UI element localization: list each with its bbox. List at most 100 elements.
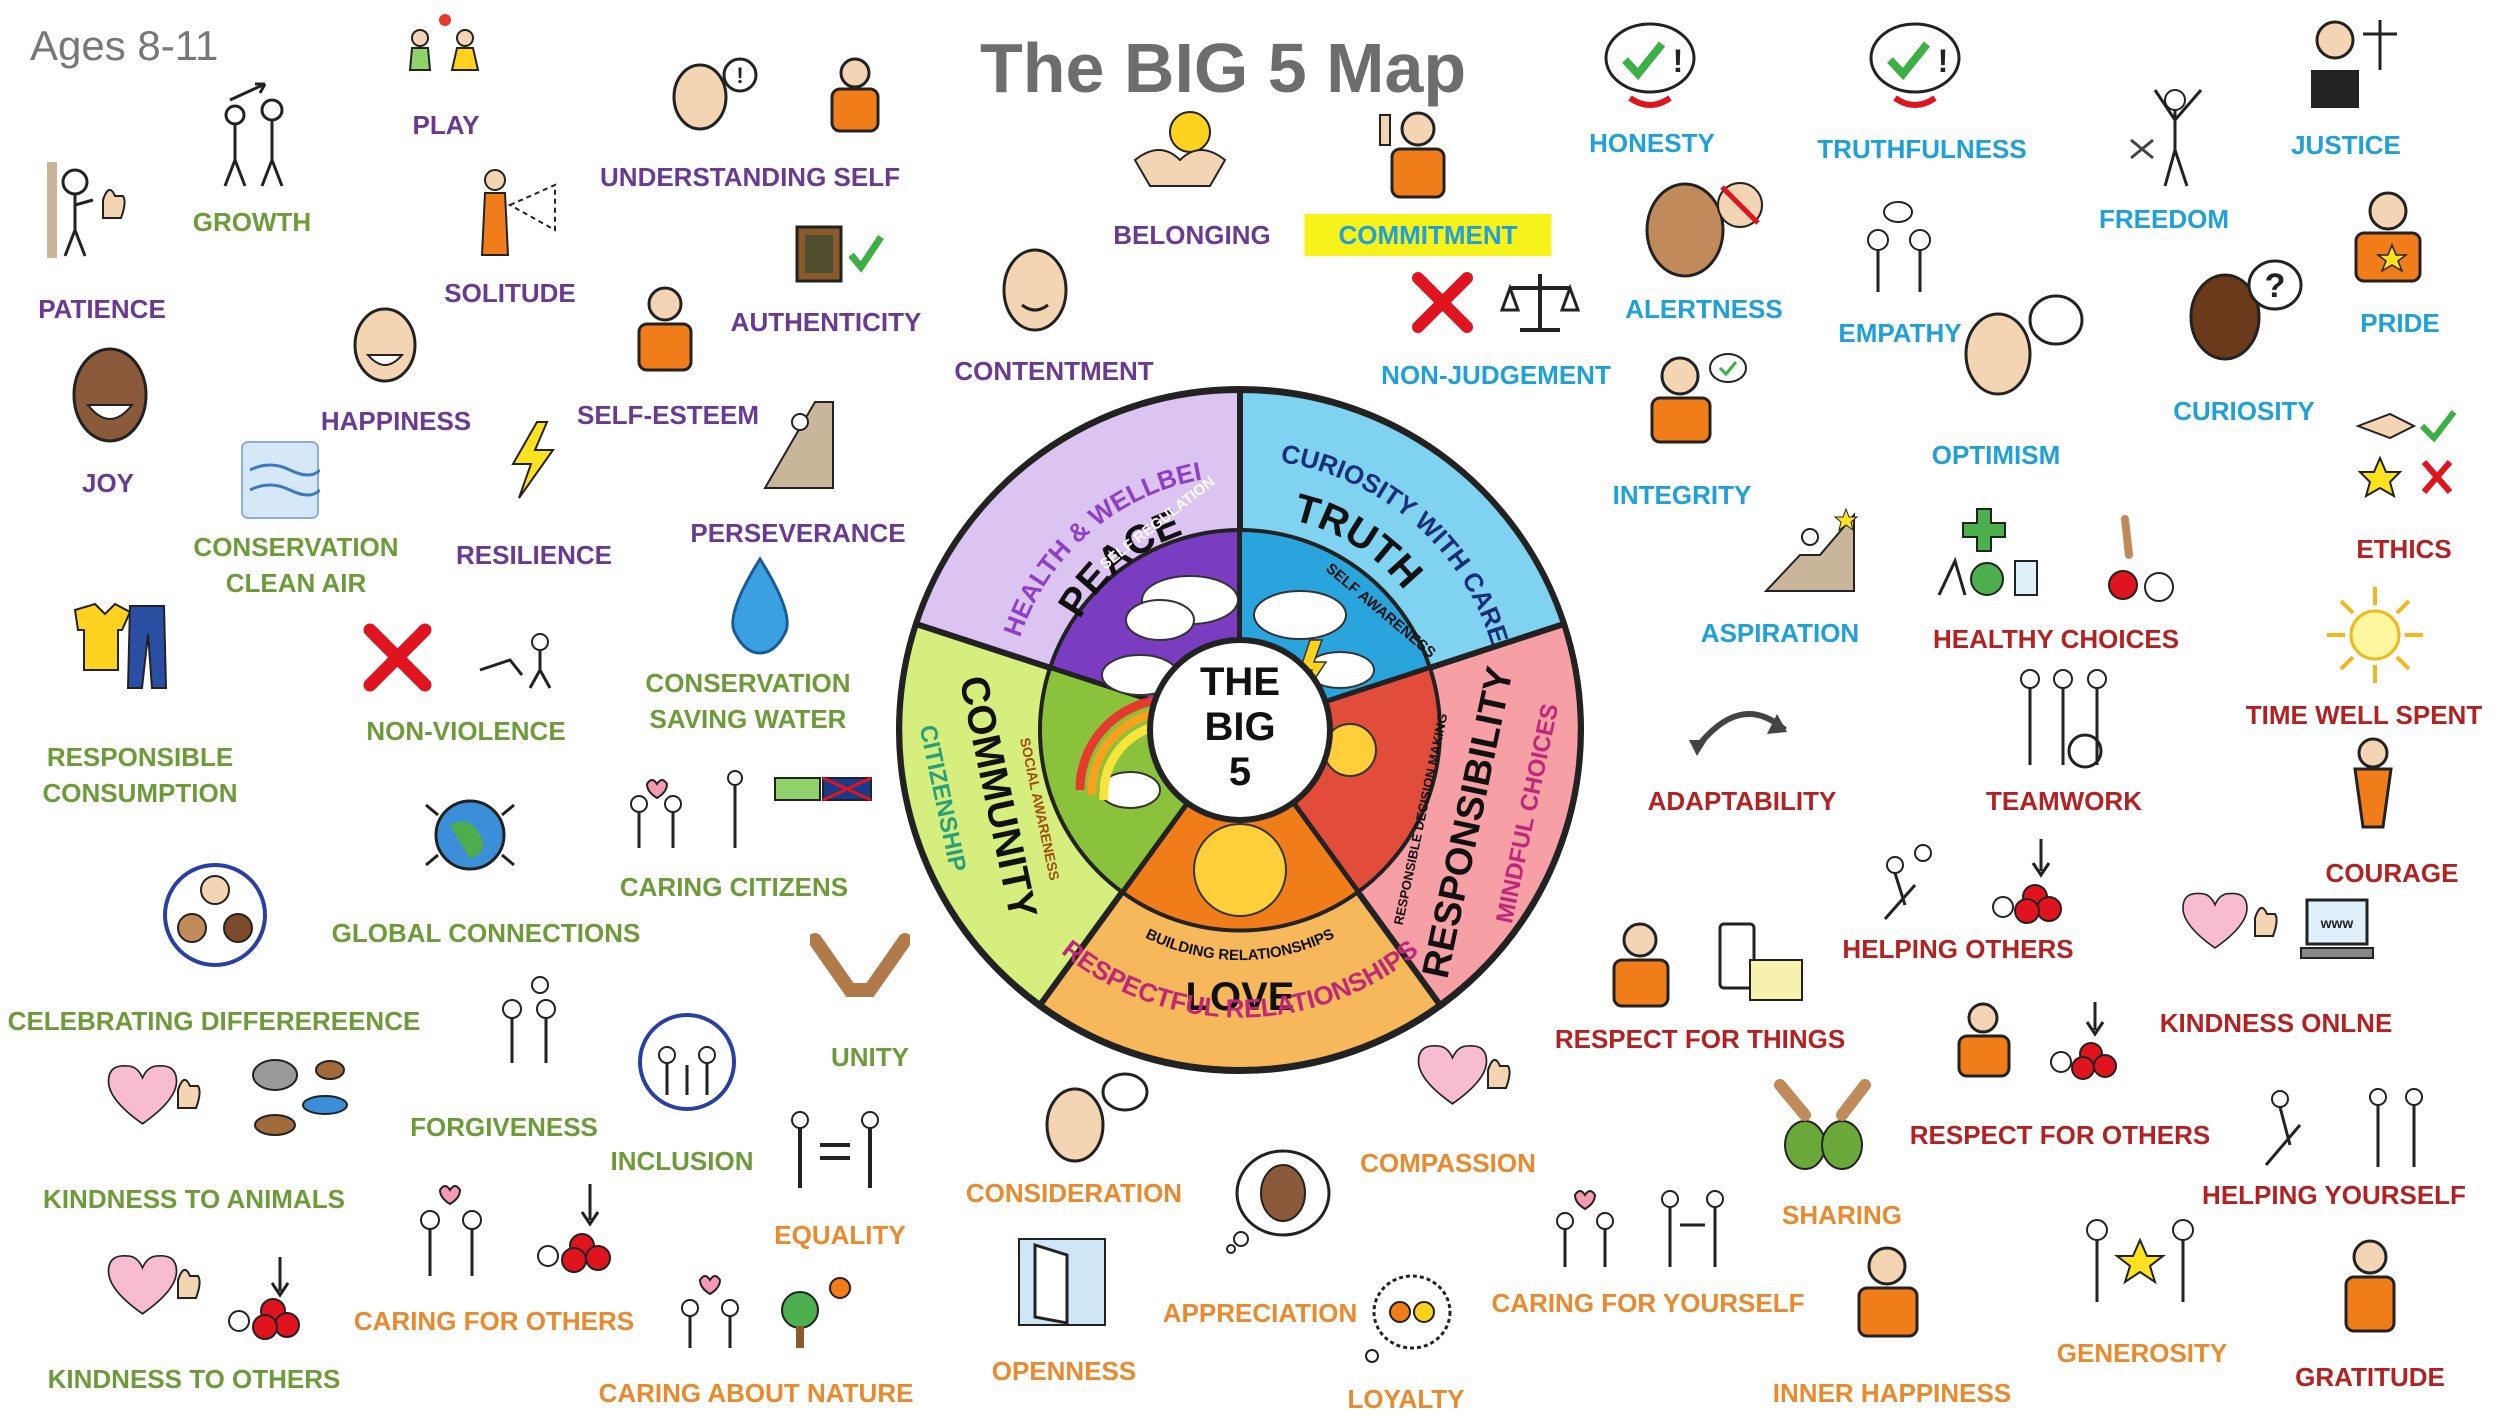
label-understanding-self: UNDERSTANDING SELF bbox=[600, 162, 900, 192]
label-teamwork: TEAMWORK bbox=[1986, 786, 2142, 816]
caring-citizens-icon bbox=[630, 770, 872, 848]
compassion-icon bbox=[1417, 1044, 1511, 1105]
freedom-icon bbox=[2130, 89, 2203, 187]
label-time-well-spent: TIME WELL SPENT bbox=[2245, 700, 2483, 730]
gratitude-icon bbox=[2344, 1239, 2396, 1333]
label-play: PLAY bbox=[412, 110, 480, 140]
label-celebrating-difference: CELEBRATING DIFFEREREENCE bbox=[7, 1006, 421, 1036]
joy-icon bbox=[72, 347, 148, 443]
wheel-center bbox=[1147, 637, 1333, 823]
generosity-icon bbox=[2086, 1219, 2194, 1302]
kindness-online-icon: www bbox=[2182, 892, 2374, 959]
label-helping-others: HELPING OTHERS bbox=[1842, 934, 2074, 964]
label-self-esteem: SELF-ESTEEM bbox=[576, 400, 760, 430]
consideration-icon bbox=[1045, 1072, 1149, 1163]
cross-icon bbox=[1412, 272, 1473, 333]
svg-text:www: www bbox=[2320, 915, 2354, 931]
love-name: LOVE bbox=[1186, 975, 1295, 1019]
label-curiosity: CURIOSITY bbox=[2173, 396, 2315, 426]
optimism-icon bbox=[1964, 294, 2084, 396]
commitment-icon bbox=[1379, 111, 1446, 199]
belonging-icon bbox=[1133, 111, 1227, 187]
label-aspiration: ASPIRATION bbox=[1700, 618, 1860, 648]
sharing-icon bbox=[1774, 1079, 1871, 1170]
forgiveness-icon bbox=[502, 976, 556, 1063]
label-inclusion: INCLUSION bbox=[610, 1146, 754, 1176]
teamwork-icon bbox=[2020, 669, 2107, 769]
animals-icon bbox=[252, 1059, 348, 1136]
patience-icon bbox=[47, 162, 126, 258]
label-responsible-consumption-1: RESPONSIBLE bbox=[46, 742, 234, 772]
globe-icon bbox=[425, 799, 515, 871]
commitment-highlight: COMMITMENT bbox=[1304, 214, 1552, 256]
label-resilience: RESILIENCE bbox=[455, 540, 613, 570]
label-inner-happiness: INNER HAPPINESS bbox=[1772, 1378, 2012, 1408]
perseverance-icon bbox=[763, 401, 834, 489]
solitude-icon bbox=[480, 169, 556, 256]
understanding-self-icon: ! bbox=[672, 57, 758, 131]
label-kindness-to-animals: KINDNESS TO ANIMALS bbox=[43, 1184, 345, 1214]
wheel-center-line-2: BIG bbox=[1204, 705, 1275, 749]
integrity-icon bbox=[1650, 353, 1747, 444]
label-non-judgement: NON-JUDGEMENT bbox=[1381, 360, 1611, 390]
label-caring-for-yourself: CARING FOR YOURSELF bbox=[1491, 1288, 1805, 1318]
celebrating-difference-icon bbox=[163, 863, 267, 967]
label-global-connections: GLOBAL CONNECTIONS bbox=[331, 918, 641, 948]
label-commitment: COMMITMENT bbox=[1304, 214, 1552, 256]
choice-icon bbox=[2108, 515, 2174, 602]
justice-icon bbox=[2311, 20, 2397, 108]
label-empathy: EMPATHY bbox=[1838, 318, 1962, 348]
label-responsible-consumption-2: CONSUMPTION bbox=[42, 778, 238, 808]
giving-icon bbox=[228, 1257, 300, 1340]
page-title: The BIG 5 Map bbox=[980, 29, 1467, 107]
respect-for-others-icon bbox=[1957, 1002, 2117, 1080]
label-forgiveness: FORGIVENESS bbox=[410, 1112, 598, 1142]
happiness-icon bbox=[353, 307, 417, 383]
inner-happiness-icon bbox=[1857, 1246, 1919, 1338]
wheel-center-line-3: 5 bbox=[1229, 750, 1251, 794]
label-generosity: GENEROSITY bbox=[2056, 1338, 2228, 1368]
label-respect-for-things: RESPECT FOR THINGS bbox=[1554, 1024, 1846, 1054]
empathy-icon bbox=[1867, 201, 1931, 292]
time-well-spent-icon bbox=[2327, 587, 2423, 683]
helping-yourself-icon bbox=[2264, 1088, 2423, 1167]
clothes-icon bbox=[73, 602, 168, 689]
label-caring-about-nature: CARING ABOUT NATURE bbox=[598, 1378, 914, 1408]
caring-for-yourself-icon bbox=[1556, 1190, 1724, 1267]
self-esteem-icon bbox=[637, 286, 693, 372]
svg-text:?: ? bbox=[2265, 267, 2286, 305]
person-icon bbox=[830, 57, 880, 133]
label-courage: COURAGE bbox=[2325, 858, 2459, 888]
label-growth: GROWTH bbox=[192, 207, 312, 237]
honesty-icon: ! bbox=[1604, 22, 1696, 108]
label-caring-for-others: CARING FOR OTHERS bbox=[353, 1306, 635, 1336]
caring-about-nature-icon bbox=[681, 1275, 851, 1348]
svg-text:!: ! bbox=[736, 63, 743, 88]
non-violence-icon bbox=[479, 633, 552, 689]
equality-icon bbox=[791, 1111, 879, 1188]
label-happiness: HAPPINESS bbox=[320, 406, 472, 436]
label-conservation-saving-water-2: SAVING WATER bbox=[649, 704, 847, 734]
water-drop-icon bbox=[731, 556, 789, 655]
label-pride: PRIDE bbox=[2360, 308, 2440, 338]
sun-icon bbox=[1193, 723, 1377, 917]
label-integrity: INTEGRITY bbox=[1612, 480, 1752, 510]
label-unity: UNITY bbox=[831, 1042, 909, 1072]
label-contentment: CONTENTMENT bbox=[954, 356, 1154, 386]
contentment-icon bbox=[1002, 248, 1068, 332]
label-joy: JOY bbox=[81, 468, 135, 498]
label-alertness: ALERTNESS bbox=[1625, 294, 1783, 324]
door-icon bbox=[1018, 1238, 1106, 1326]
label-freedom: FREEDOM bbox=[2099, 204, 2229, 234]
label-patience: PATIENCE bbox=[38, 294, 166, 324]
pride-icon bbox=[2354, 191, 2422, 283]
label-conservation-clean-air-2: CLEAN AIR bbox=[225, 568, 367, 598]
cross-icon bbox=[363, 623, 432, 692]
growth-icon bbox=[223, 82, 284, 187]
label-caring-citizens: CARING CITIZENS bbox=[619, 872, 849, 902]
label-equality: EQUALITY bbox=[774, 1220, 906, 1250]
label-compassion: COMPASSION bbox=[1360, 1148, 1536, 1178]
label-perseverance: PERSEVERANCE bbox=[690, 518, 906, 548]
big-five-wheel: THE BIG 5 HEALTH & WELLBEING PEACE SELF … bbox=[880, 370, 1584, 1074]
healthy-choices-icon bbox=[1937, 508, 2038, 596]
